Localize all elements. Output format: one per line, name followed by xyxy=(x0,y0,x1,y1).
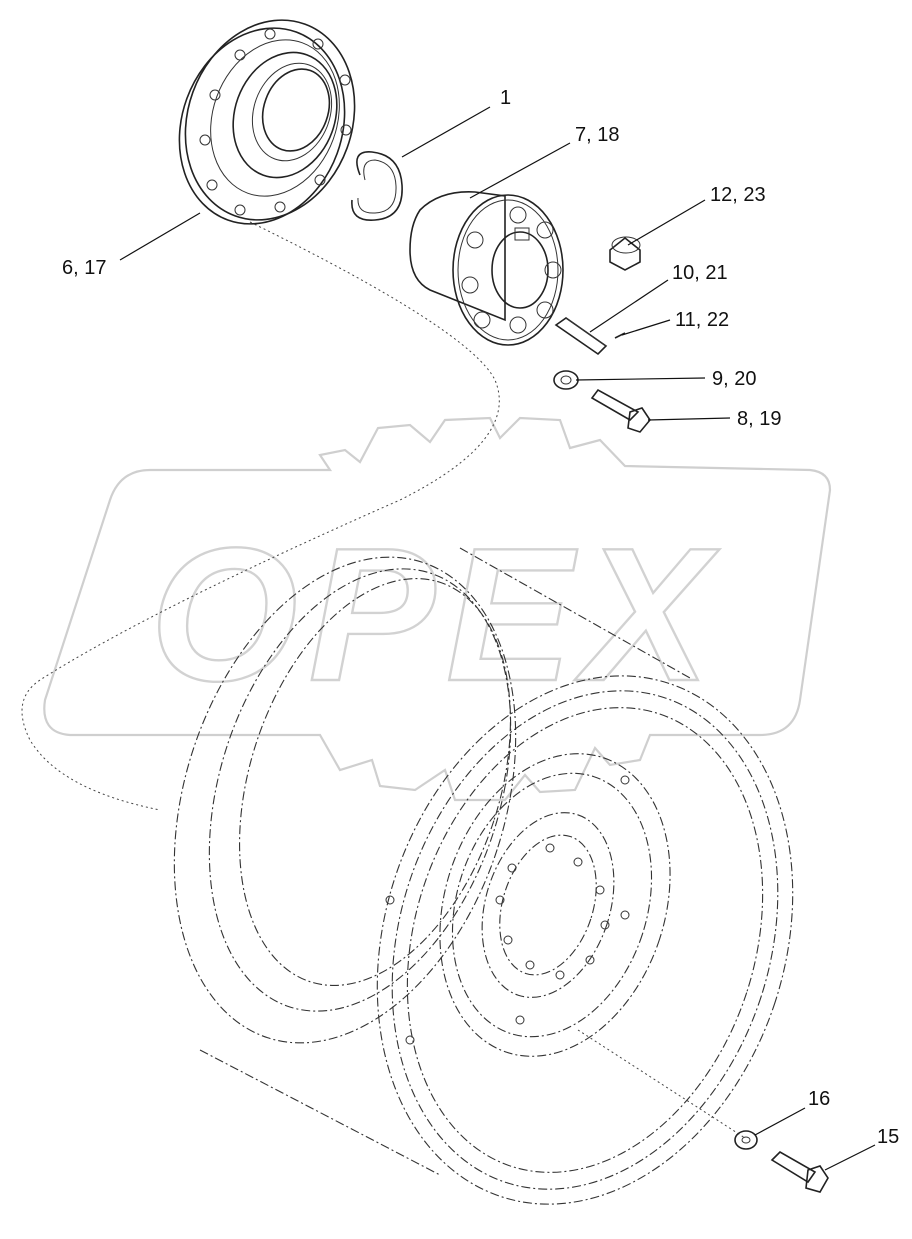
callout-8-19: 8, 19 xyxy=(737,408,781,430)
callout-16: 16 xyxy=(808,1088,830,1110)
callout-1: 1 xyxy=(500,87,511,109)
callout-12-23: 12, 23 xyxy=(710,184,766,206)
snap-ring xyxy=(351,151,403,221)
leader-lines xyxy=(119,106,876,1171)
wheel-rim xyxy=(173,547,794,1205)
assembly-line xyxy=(21,221,500,811)
callout-15: 15 xyxy=(877,1126,899,1148)
watermark-gear-outline xyxy=(43,416,832,802)
callout-6-17: 6, 17 xyxy=(62,257,106,279)
key xyxy=(554,317,608,356)
pin xyxy=(614,332,626,339)
wheel-bolt xyxy=(770,1151,829,1193)
hub xyxy=(409,191,564,346)
callout-labels: 1 7, 18 12, 23 6, 17 10, 21 11, 22 9, 20… xyxy=(62,87,899,1148)
callout-9-20: 9, 20 xyxy=(712,368,756,390)
watermark: OPEX xyxy=(43,416,832,802)
washer xyxy=(553,370,579,390)
watermark-text: OPEX xyxy=(150,509,720,721)
wheel-washer xyxy=(734,1130,758,1150)
bushing xyxy=(609,236,641,271)
bolt xyxy=(590,388,651,433)
bearing-flange-housing xyxy=(178,19,356,225)
callout-7-18: 7, 18 xyxy=(575,124,619,146)
callout-11-22: 11, 22 xyxy=(675,309,729,331)
callout-10-21: 10, 21 xyxy=(672,262,728,284)
